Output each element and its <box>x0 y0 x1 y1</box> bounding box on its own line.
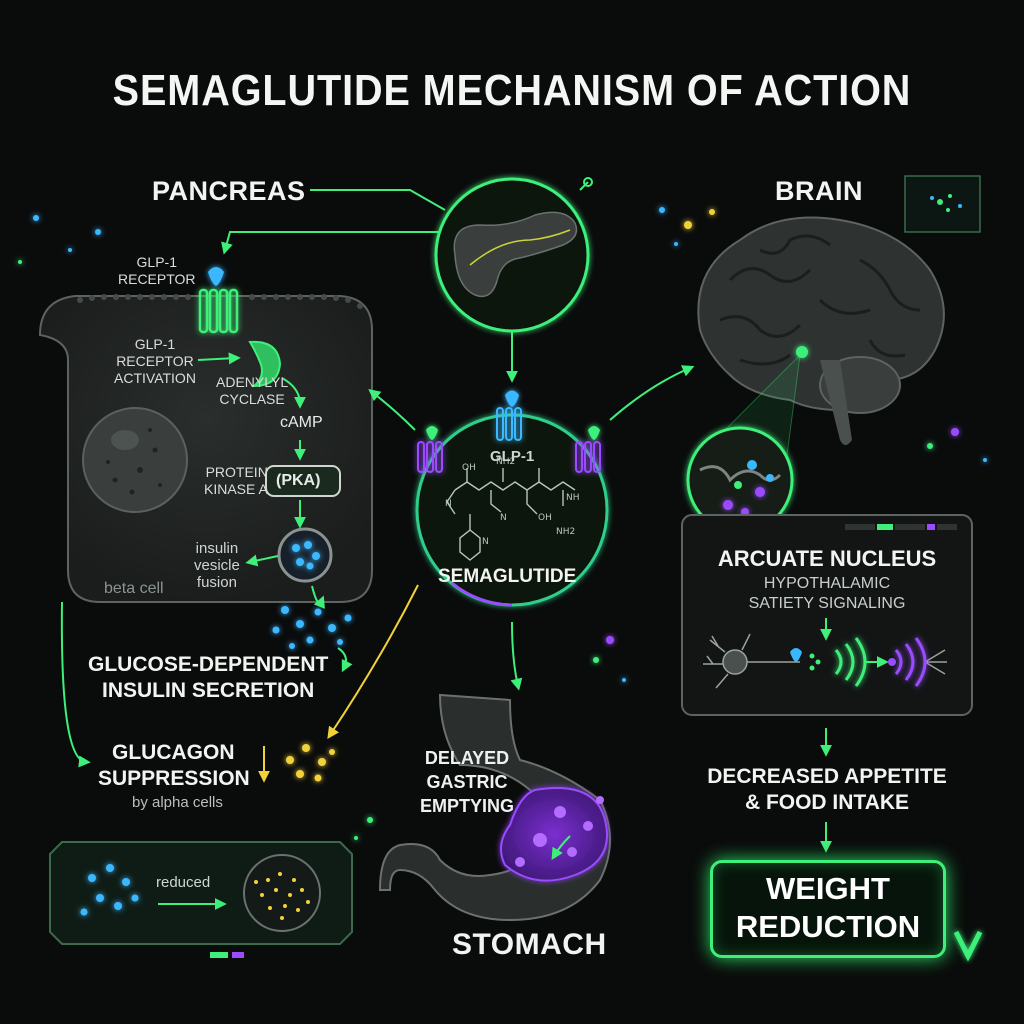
arcuate-panel <box>681 514 973 716</box>
beta-cell-label: beta cell <box>104 580 164 597</box>
central-glp1-receptor <box>496 390 522 441</box>
right-receptor <box>575 426 601 473</box>
glucagon-dots <box>286 744 335 782</box>
pancreas-circle <box>434 177 590 333</box>
pancreas-connectors <box>221 181 589 383</box>
pancreas-header: PANCREAS <box>152 176 306 206</box>
camp-label: cAMP <box>280 414 323 431</box>
arcuate-zoom-circle <box>686 426 794 534</box>
molecule-atom-label: NH2 <box>496 457 515 467</box>
left-receptor <box>417 426 443 473</box>
stomach-header: STOMACH <box>452 928 607 961</box>
molecule-atom-label: NH2 <box>556 527 575 537</box>
hud-widget <box>904 175 981 233</box>
glp1-center-label: GLP-1 <box>490 448 535 465</box>
weight-reduction-box <box>710 860 946 958</box>
beta-cell <box>38 294 373 603</box>
reduced-label: reduced <box>156 874 211 891</box>
diagram-title: SEMAGLUTIDE MECHANISM OF ACTION <box>112 66 912 115</box>
adenylyl-cyclase-shape <box>248 340 282 388</box>
semaglutide-output-arrows <box>60 365 695 768</box>
nucleus <box>82 407 188 513</box>
beta-cell-glp1-receptor <box>198 267 239 334</box>
beta-cell-pathway-arrows <box>197 352 353 673</box>
glucagon-granules-before <box>80 864 139 916</box>
semaglutide-circle <box>415 413 609 607</box>
pka-box-text: (PKA) <box>276 472 321 489</box>
arcuate-nucleus-label: ARCUATE NUCLEUS <box>717 546 937 571</box>
brainstem <box>820 360 852 445</box>
insulin-granules <box>272 606 352 649</box>
alpha-cells-label: by alpha cells <box>132 794 223 811</box>
semaglutide-molecule <box>446 468 576 561</box>
semaglutide-label: SEMAGLUTIDE <box>438 566 577 587</box>
ambient-particles <box>18 207 987 840</box>
glucagon-arrow <box>327 584 419 739</box>
molecule-atom-label: N <box>482 537 489 547</box>
satiety-signal-waves <box>834 637 927 687</box>
pancreas-organ <box>453 211 578 298</box>
molecule-atom-label: NH <box>566 493 580 503</box>
brain-header: BRAIN <box>775 176 863 206</box>
molecule-atom-label: N <box>445 499 452 509</box>
molecule-atom-label: OH <box>462 463 476 473</box>
stomach <box>378 693 611 922</box>
molecule-atom-label: N <box>500 513 507 523</box>
molecule-atom-label: OH <box>538 513 552 523</box>
cell-membrane <box>77 294 363 309</box>
pka-box <box>265 465 341 497</box>
arcuate-panel-tabs <box>845 524 957 530</box>
insulin-vesicle <box>277 527 333 583</box>
glucagon-granules-after <box>243 854 321 932</box>
neuron <box>703 633 947 689</box>
brain <box>697 216 945 445</box>
decreased-appetite-label: DECREASED APPETITE& FOOD INTAKE <box>707 765 947 814</box>
